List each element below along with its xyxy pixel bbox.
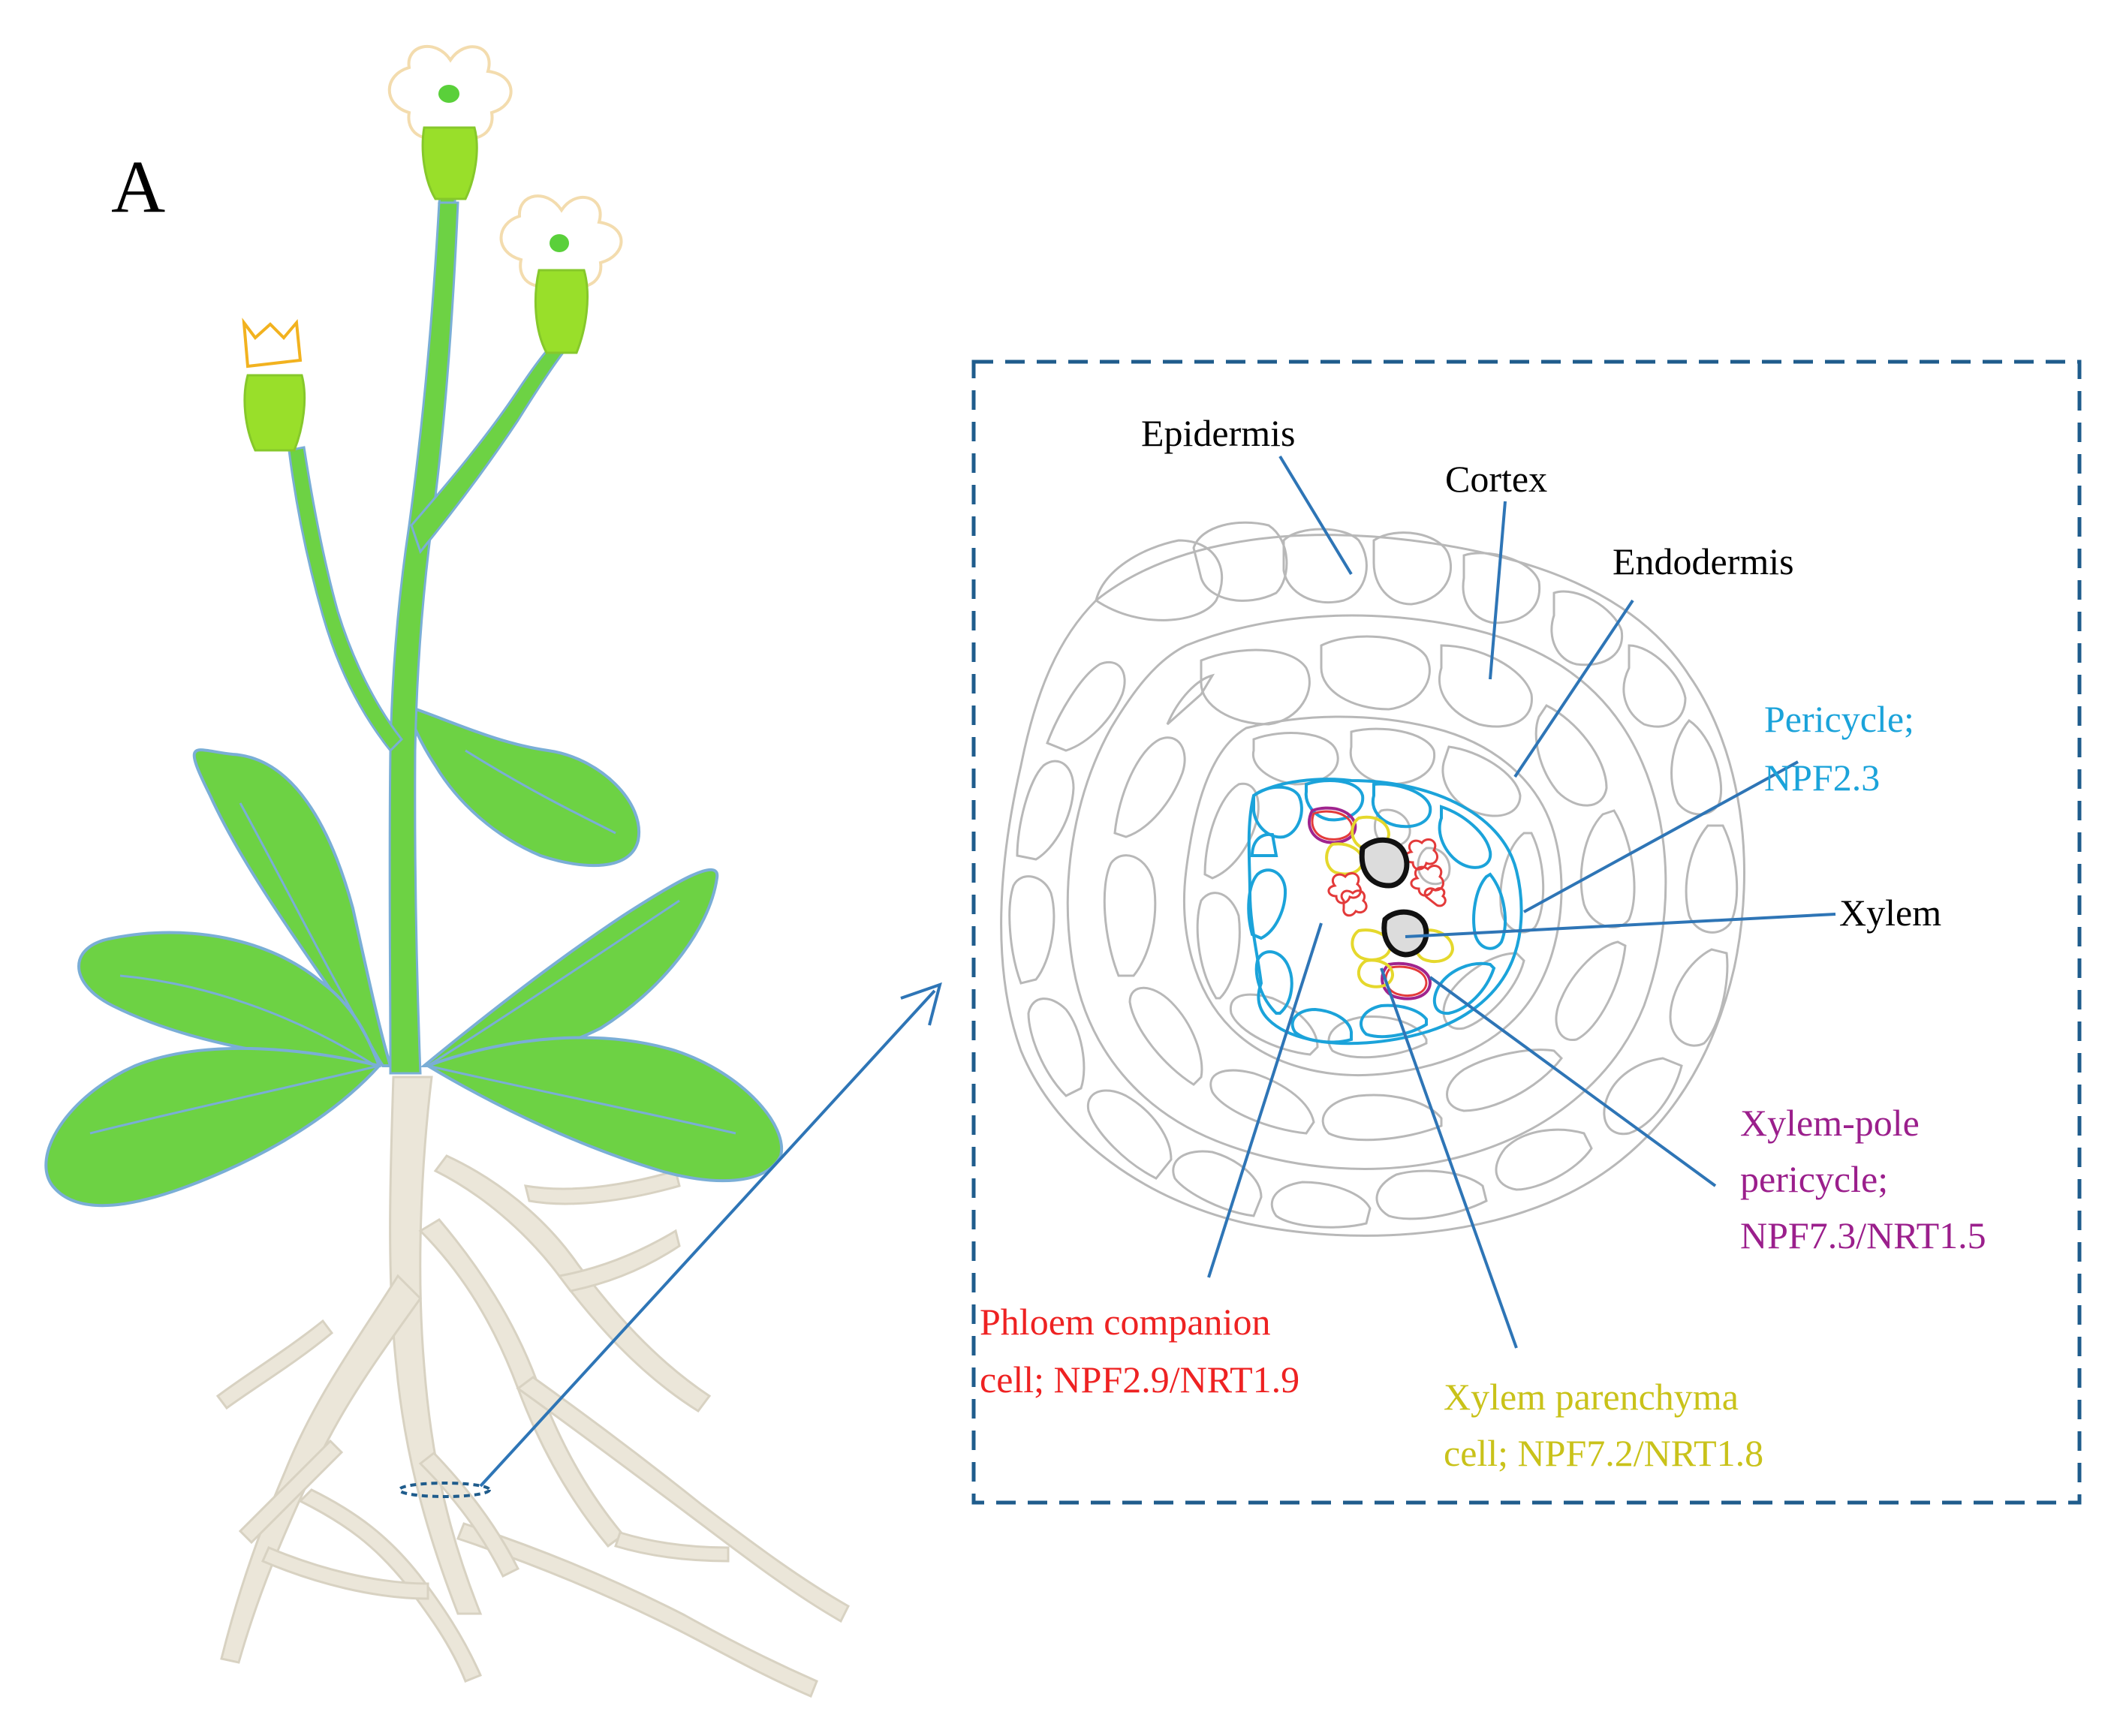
- leader-phloem: [1207, 922, 1323, 1278]
- epidermis-layer: [1000, 534, 1745, 1237]
- label-xpp-line1: Xylem-pole: [1740, 1102, 1920, 1144]
- cortex-boundary: [1066, 614, 1667, 1170]
- label-xparen-line2: cell; NPF7.2/NRT1.8: [1444, 1432, 1763, 1474]
- leader-cortex: [1489, 501, 1507, 680]
- endodermis-boundary: [1183, 715, 1563, 1076]
- label-endodermis: Endodermis: [1613, 540, 1794, 582]
- label-phloem-line1: Phloem companion: [980, 1301, 1270, 1343]
- label-xparen-line1: Xylem parenchyma: [1444, 1376, 1739, 1418]
- plant-roots: [215, 1076, 850, 1698]
- pericycle-layer: [1247, 778, 1523, 1046]
- section-marker: [398, 1482, 491, 1498]
- flower-right: [499, 194, 623, 354]
- xylem-pole-pericycle: [1308, 806, 1432, 1000]
- leader-xylem-pole-pericycle: [1429, 976, 1717, 1187]
- plant-leaves: [44, 703, 784, 1208]
- zoom-arrow: [479, 989, 936, 1488]
- label-xpp-line3: NPF7.3/NRT1.5: [1740, 1214, 1986, 1256]
- label-phloem-line2: cell; NPF2.9/NRT1.9: [980, 1358, 1299, 1401]
- cross-section-box: [971, 360, 2082, 1505]
- label-cortex: Cortex: [1445, 458, 1547, 500]
- label-pericycle-line2: NPF2.3: [1764, 757, 1880, 799]
- leader-epidermis: [1278, 455, 1353, 576]
- leaf-veins: [89, 749, 736, 1135]
- leader-lines: [1207, 455, 1836, 1349]
- leader-xylem-parenchyma: [1380, 967, 1518, 1349]
- label-pericycle-line1: Pericycle;: [1764, 698, 1914, 740]
- label-xpp-line2: pericycle;: [1740, 1158, 1888, 1200]
- xylem-vessels: [1359, 837, 1429, 958]
- leader-pericycle: [1523, 760, 1799, 913]
- flower-top: [387, 45, 513, 200]
- zoom-arrowhead: [900, 982, 942, 1026]
- phloem-companion-cells: [1327, 838, 1447, 917]
- label-epidermis: Epidermis: [1141, 412, 1296, 454]
- xylem-pole-pericycle-red: [1311, 810, 1428, 997]
- label-xylem: Xylem: [1839, 892, 1941, 934]
- flower-left: [242, 317, 306, 452]
- panel-label: A: [111, 145, 165, 228]
- leader-endodermis: [1513, 599, 1634, 778]
- leader-xylem: [1405, 913, 1836, 938]
